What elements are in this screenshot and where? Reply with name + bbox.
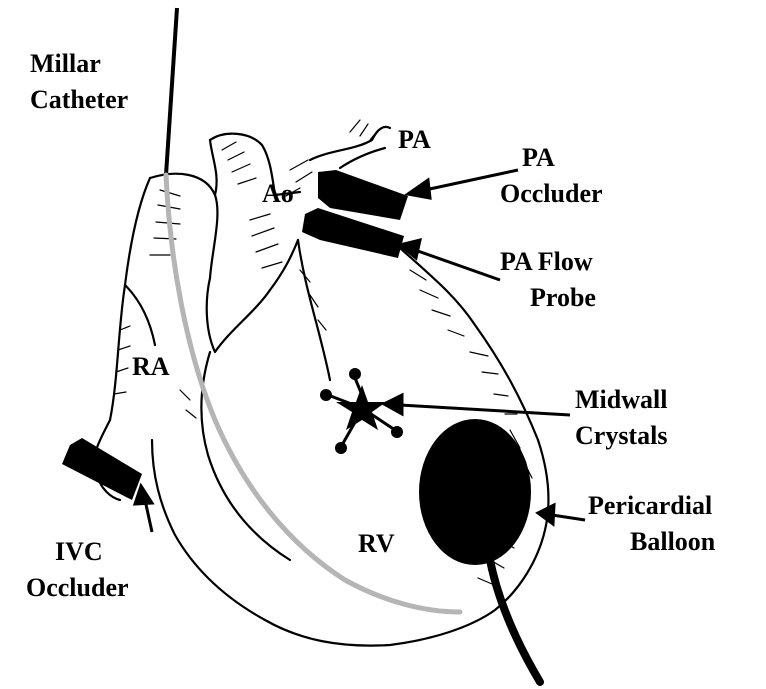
pericardial-balloon	[419, 419, 531, 565]
catheter-outside	[166, 8, 177, 175]
label-pa-flow-probe: PA Flow Probe	[500, 247, 599, 312]
label-millar: Millar	[30, 49, 100, 78]
label-pa-occluder: PA Occluder	[500, 143, 603, 208]
label-pericardial-balloon: Pericardial Balloon	[588, 491, 719, 556]
label-midwall-crystals: Midwall Crystals	[575, 385, 674, 450]
label-ivc-occluder: IVC Occluder	[26, 537, 129, 602]
label-catheter: Catheter	[30, 85, 128, 114]
heart-outline	[94, 127, 548, 646]
pericardial-balloon-tube	[490, 560, 540, 682]
label-rv: RV	[358, 529, 395, 558]
label-ao: Ao	[262, 179, 294, 208]
label-millar-catheter: Millar Catheter	[30, 49, 128, 114]
ivc-occluder-band	[62, 438, 142, 500]
label-ra: RA	[132, 352, 170, 381]
midwall-crystals-marker	[320, 368, 403, 454]
label-pa: PA	[398, 125, 431, 154]
